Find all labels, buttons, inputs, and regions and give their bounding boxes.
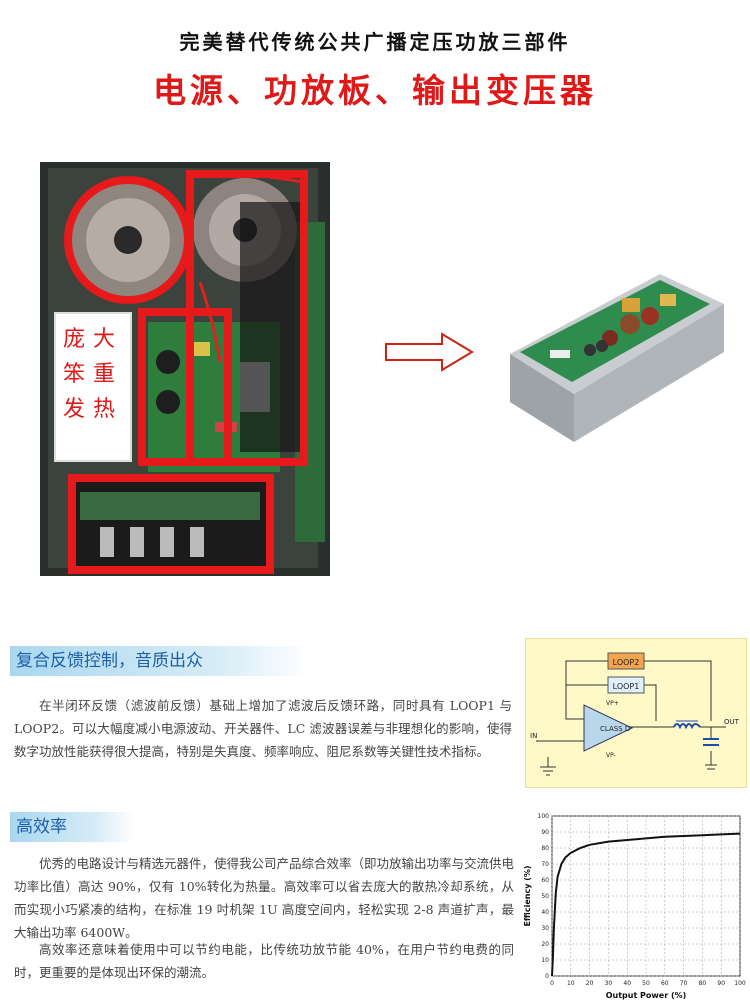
loop2-label: LOOP2 [613,658,640,667]
x-tick-label: 100 [734,980,746,987]
section-body-efficiency-1: 优秀的电路设计与精选元器件，使得我公司产品综合效率（即功放输出功率与交流供电功率… [14,856,515,940]
x-tick-label: 10 [567,980,575,987]
y-tick-label: 70 [541,861,549,868]
drawback-bulky: 庞大 [62,327,123,352]
y-tick-label: 80 [541,845,549,852]
class-d-label: CLASS D [600,725,630,733]
vp-plus-label: VP+ [606,700,619,707]
loop1-label: LOOP1 [613,682,640,691]
drawbacks-label: 庞大 笨重 发热 [54,312,132,462]
efficiency-curve [551,832,741,977]
right-arrow-icon [384,332,476,376]
x-tick-label: 60 [661,980,669,987]
y-tick-label: 0 [545,973,549,980]
amplifier-interior-photo [40,162,330,576]
x-tick-label: 50 [642,980,650,987]
section-body-efficiency-2: 高效率还意味着使用中可以节约电能，比传统功放节能 40%，在用户节约电费的同时，… [14,942,514,980]
y-tick-label: 30 [541,925,549,932]
drawback-hot: 发热 [62,397,123,423]
drawback-heavy: 笨重 [62,362,123,388]
efficiency-chart-svg: 0 10 20 30 40 50 60 70 80 90 100 0 10 20 30 40 50 60 70 80 9… [523,813,746,1000]
y-tick-label: 10 [541,957,549,964]
page-subtitle: 电源、功放板、输出变压器 [153,71,597,110]
y-tick-label: 40 [541,909,549,916]
page-title: 完美替代传统公共广播定压功放三部件 [179,30,571,54]
y-tick-label: 60 [541,877,549,884]
efficiency-chart: 0 10 20 30 40 50 60 70 80 90 100 0 10 20 30 40 50 60 70 80 9… [520,808,748,1004]
x-tick-label: 0 [550,980,554,987]
output-label: OUT [724,718,740,726]
x-tick-label: 80 [699,980,707,987]
x-tick-label: 20 [586,980,594,987]
y-tick-label: 100 [538,813,550,820]
vp-minus-label: VP- [606,752,616,759]
input-label: IN [530,732,537,740]
feedback-loop-diagram: LOOP2 LOOP1 CLASS D VP+ VP- IN OUT [525,638,747,788]
section-heading-feedback: 复合反馈控制，音质出众 [10,646,308,676]
x-tick-label: 90 [717,980,725,987]
section-heading-efficiency: 高效率 [10,812,134,842]
x-tick-label: 40 [623,980,631,987]
y-tick-label: 90 [541,829,549,836]
x-tick-label: 30 [605,980,613,987]
y-tick-label: 20 [541,941,549,948]
x-tick-label: 70 [680,980,688,987]
amplifier-interior-illustration [40,162,330,576]
y-axis-label: Efficiency (%) [523,865,532,926]
section-body-feedback: 在半闭环反馈（滤波前反馈）基础上增加了滤波后反馈环路，同时具有 LOOP1 与 … [14,698,512,759]
y-tick-label: 50 [541,893,549,900]
compact-amplifier-board-photo [510,264,724,444]
x-axis-label: Output Power (%) [606,991,687,1000]
